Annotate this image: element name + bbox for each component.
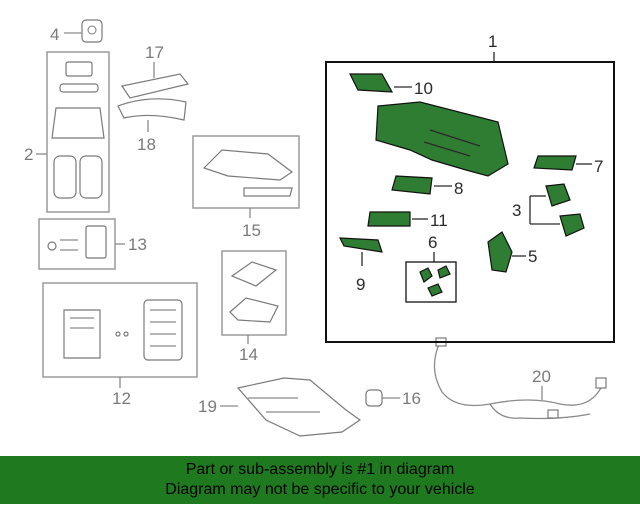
part-19[interactable]: 19: [198, 377, 362, 437]
callout-10: 10: [414, 79, 433, 98]
hvac-housing: [375, 101, 509, 177]
part-2-group[interactable]: 2: [24, 51, 110, 213]
part-10: [349, 73, 394, 93]
callout-15: 15: [242, 221, 261, 240]
callout-1: 1: [488, 32, 497, 51]
callout-11: 11: [430, 211, 448, 230]
callout-5: 5: [528, 247, 537, 266]
footer-banner: Part or sub-assembly is #1 in diagram Di…: [0, 456, 640, 504]
callout-3: 3: [512, 201, 521, 220]
callout-18: 18: [137, 135, 156, 154]
part-3a: [545, 183, 571, 207]
callout-14: 14: [239, 345, 258, 364]
part-15-group[interactable]: 15: [192, 135, 300, 240]
callout-4: 4: [50, 25, 59, 44]
part-5: [487, 231, 513, 273]
part-3b: [559, 213, 585, 237]
part-7: [533, 155, 577, 171]
callout-12: 12: [112, 389, 131, 408]
part-11: [367, 211, 411, 227]
callout-13: 13: [128, 235, 147, 254]
callout-19: 19: [198, 397, 217, 416]
part-18[interactable]: 18: [117, 98, 187, 154]
footer-line-1: Part or sub-assembly is #1 in diagram: [185, 461, 455, 478]
part-4[interactable]: 4: [50, 19, 103, 44]
part-17[interactable]: 17: [121, 43, 190, 99]
part-9: [339, 237, 383, 253]
callout-8: 8: [454, 179, 463, 198]
part-12-group[interactable]: 12: [42, 282, 198, 408]
callout-16: 16: [402, 389, 421, 408]
part-1-group[interactable]: 1 10 7 8 3 11 9 6: [325, 32, 615, 343]
footer-line-2: Diagram may not be specific to your vehi…: [165, 481, 475, 498]
part-13-group[interactable]: 13: [38, 218, 147, 270]
callout-17: 17: [145, 43, 164, 62]
callout-9: 9: [356, 275, 365, 294]
part-8: [391, 175, 433, 195]
callout-7: 7: [594, 157, 603, 176]
part-16[interactable]: 16: [365, 389, 421, 408]
callout-2: 2: [24, 145, 33, 164]
part-14-group[interactable]: 14: [221, 250, 287, 364]
callout-20: 20: [532, 367, 551, 386]
part-20[interactable]: 20: [433, 337, 607, 420]
callout-6: 6: [428, 233, 437, 252]
